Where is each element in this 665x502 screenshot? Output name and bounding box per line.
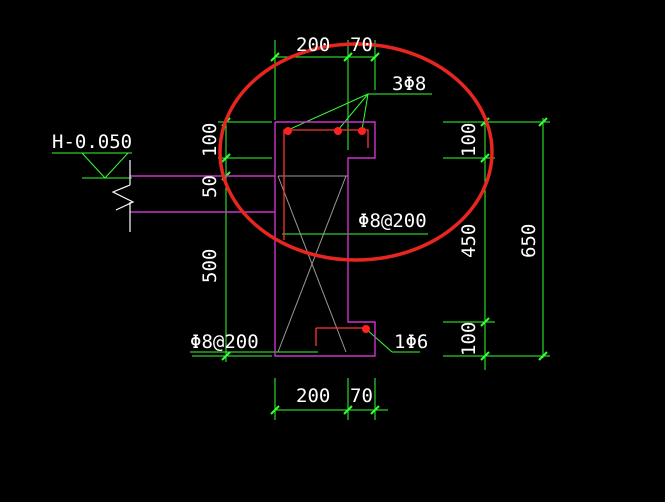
stirrup-left-label: Φ8@200 — [190, 331, 259, 353]
section-hatch — [277, 175, 348, 353]
stirrup-right-label: Φ8@200 — [358, 210, 427, 232]
top-width-step-label: 70 — [350, 34, 373, 56]
right-top-dim-label: 100 — [458, 123, 480, 157]
slab-break-symbol — [111, 160, 135, 232]
left-top-dim-label: 100 — [199, 123, 221, 157]
right-bottom-dim-label: 100 — [458, 322, 480, 356]
bottom-width-step-label: 70 — [350, 385, 373, 407]
top-rebar-label: 3Φ8 — [392, 73, 426, 95]
left-body-dim-label: 500 — [199, 249, 221, 283]
bottom-rebar-dot — [362, 325, 370, 333]
section-outline — [130, 121, 376, 357]
top-rebar-dot-2 — [334, 127, 342, 135]
top-width-main-label: 200 — [296, 34, 330, 56]
right-total-dim-label: 650 — [518, 224, 540, 258]
top-rebar-dot-1 — [284, 127, 292, 135]
highlight-circle — [218, 42, 494, 262]
right-mid-dim-label: 450 — [458, 224, 480, 258]
elevation-label: H-0.050 — [52, 131, 132, 153]
rebar-stirrups — [283, 129, 369, 346]
bottom-rebar-label: 1Φ6 — [394, 331, 428, 353]
top-rebar-dot-3 — [358, 127, 366, 135]
bottom-width-main-label: 200 — [296, 385, 330, 407]
left-slab-dim-label: 50 — [199, 175, 221, 198]
rebar-dots — [284, 127, 370, 333]
